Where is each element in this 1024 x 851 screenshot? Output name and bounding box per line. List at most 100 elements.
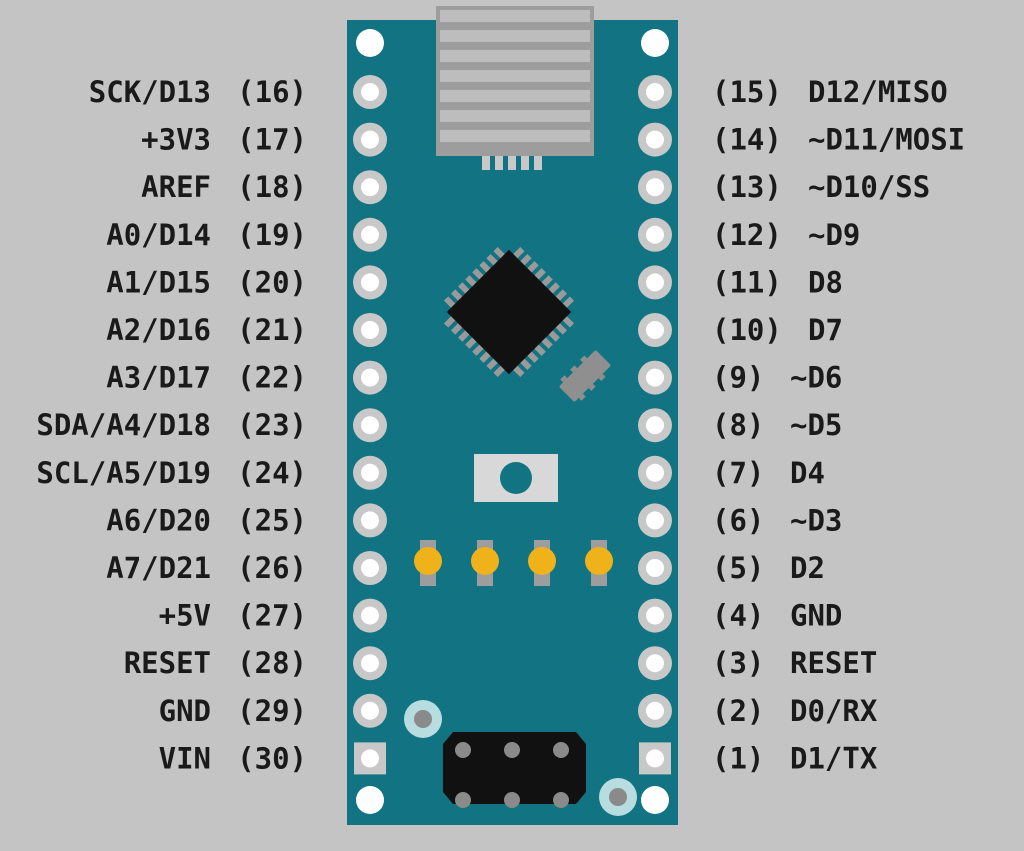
pin-name-label: A2/D16	[106, 313, 211, 347]
square-pin-pad	[639, 742, 671, 775]
pin-pad	[353, 313, 387, 347]
test-pad	[599, 778, 637, 816]
mounting-hole	[356, 29, 384, 57]
pin-pad	[638, 170, 672, 205]
pin-name-label: SCL/A5/D19	[36, 456, 211, 490]
mounting-holes	[356, 29, 669, 814]
pin-name-label: AREF	[141, 170, 211, 204]
right-pin-labels: (15)D12/MISO(14)~D11/MOSI(13)~D10/SS(12)…	[712, 75, 965, 775]
pin-number-label: (10)	[712, 313, 782, 347]
pin-pad	[353, 170, 387, 205]
pin-pad	[638, 408, 672, 443]
pin-pad	[353, 551, 387, 585]
pin-number-label: (15)	[712, 75, 782, 109]
crystal-icon	[559, 350, 611, 402]
pin-number-label: (11)	[712, 265, 782, 299]
pin-name-label: ~D6	[790, 361, 842, 395]
pin-pad	[353, 693, 387, 728]
led-icon	[528, 540, 556, 586]
pin-pad	[353, 646, 387, 681]
pin-name-label: A7/D21	[106, 551, 211, 585]
left-pin-pads	[353, 75, 387, 775]
pin-number-label: (30)	[237, 741, 307, 775]
pin-name-label: RESET	[790, 646, 877, 680]
pin-name-label: D2	[790, 551, 825, 585]
led-icon	[414, 540, 442, 586]
pin-name-label: D7	[808, 313, 843, 347]
pin-pad	[638, 265, 672, 300]
pin-name-label: +5V	[159, 599, 211, 633]
pin-number-label: (23)	[237, 408, 307, 442]
pin-pad	[638, 75, 672, 109]
pin-pad	[353, 360, 387, 395]
pin-name-label: ~D3	[790, 503, 842, 537]
pin-name-label: D12/MISO	[808, 75, 948, 109]
pin-number-label: (17)	[237, 123, 307, 157]
pin-name-label: D0/RX	[790, 694, 878, 728]
pin-pad	[638, 503, 672, 538]
pin-name-label: A1/D15	[106, 265, 211, 299]
pin-number-label: (4)	[712, 599, 764, 633]
pin-name-label: SCK/D13	[89, 75, 211, 109]
pin-pad	[353, 75, 387, 109]
mounting-hole	[641, 29, 669, 57]
pin-number-label: (13)	[712, 170, 782, 204]
right-pin-pads	[638, 75, 672, 775]
pin-pad	[353, 122, 387, 157]
pin-number-label: (21)	[237, 313, 307, 347]
pin-name-label: VIN	[159, 741, 211, 775]
test-pad	[404, 700, 442, 738]
icsp-header-icon	[443, 732, 586, 808]
pin-number-label: (12)	[712, 218, 782, 252]
pin-number-label: (8)	[712, 408, 764, 442]
usb-connector-icon	[436, 6, 594, 170]
pin-number-label: (24)	[237, 456, 307, 490]
pin-pad	[353, 265, 387, 300]
pin-pad	[353, 598, 387, 633]
pin-number-label: (16)	[237, 75, 307, 109]
pin-name-label: GND	[790, 599, 842, 633]
pin-pad	[638, 646, 672, 681]
pin-pad	[353, 503, 387, 538]
pin-pad	[638, 598, 672, 633]
pin-number-label: (2)	[712, 694, 764, 728]
pin-name-label: ~D5	[790, 408, 842, 442]
pin-name-label: RESET	[124, 646, 211, 680]
pin-number-label: (29)	[237, 694, 307, 728]
pin-number-label: (28)	[237, 646, 307, 680]
pin-pad	[353, 217, 387, 252]
pin-number-label: (9)	[712, 361, 764, 395]
pin-pad	[638, 360, 672, 395]
square-pin-pad	[354, 742, 386, 775]
left-pin-labels: SCK/D13(16)+3V3(17)AREF(18)A0/D14(19)A1/…	[36, 75, 307, 775]
pin-number-label: (27)	[237, 599, 307, 633]
pin-number-label: (25)	[237, 503, 307, 537]
pin-pad	[638, 122, 672, 157]
pin-number-label: (26)	[237, 551, 307, 585]
pin-pad	[353, 408, 387, 443]
reset-button-icon	[474, 454, 558, 502]
pin-number-label: (18)	[237, 170, 307, 204]
pin-pad	[353, 455, 387, 490]
pin-name-label: ~D9	[808, 218, 860, 252]
mounting-hole	[641, 786, 669, 814]
pin-pad	[638, 217, 672, 252]
pin-number-label: (6)	[712, 503, 764, 537]
led-icon	[471, 540, 499, 586]
mounting-hole	[356, 786, 384, 814]
pin-number-label: (19)	[237, 218, 307, 252]
pin-name-label: GND	[159, 694, 211, 728]
pin-name-label: A3/D17	[106, 361, 211, 395]
led-icon	[585, 540, 613, 586]
pin-name-label: A6/D20	[106, 503, 211, 537]
pin-number-label: (7)	[712, 456, 764, 490]
pin-number-label: (14)	[712, 123, 782, 157]
pin-name-label: ~D11/MOSI	[808, 123, 965, 157]
pin-pad	[638, 551, 672, 585]
pin-pad	[638, 455, 672, 490]
pin-name-label: SDA/A4/D18	[36, 408, 211, 442]
pin-name-label: D4	[790, 456, 825, 490]
pin-name-label: D8	[808, 265, 843, 299]
pin-number-label: (1)	[712, 741, 764, 775]
